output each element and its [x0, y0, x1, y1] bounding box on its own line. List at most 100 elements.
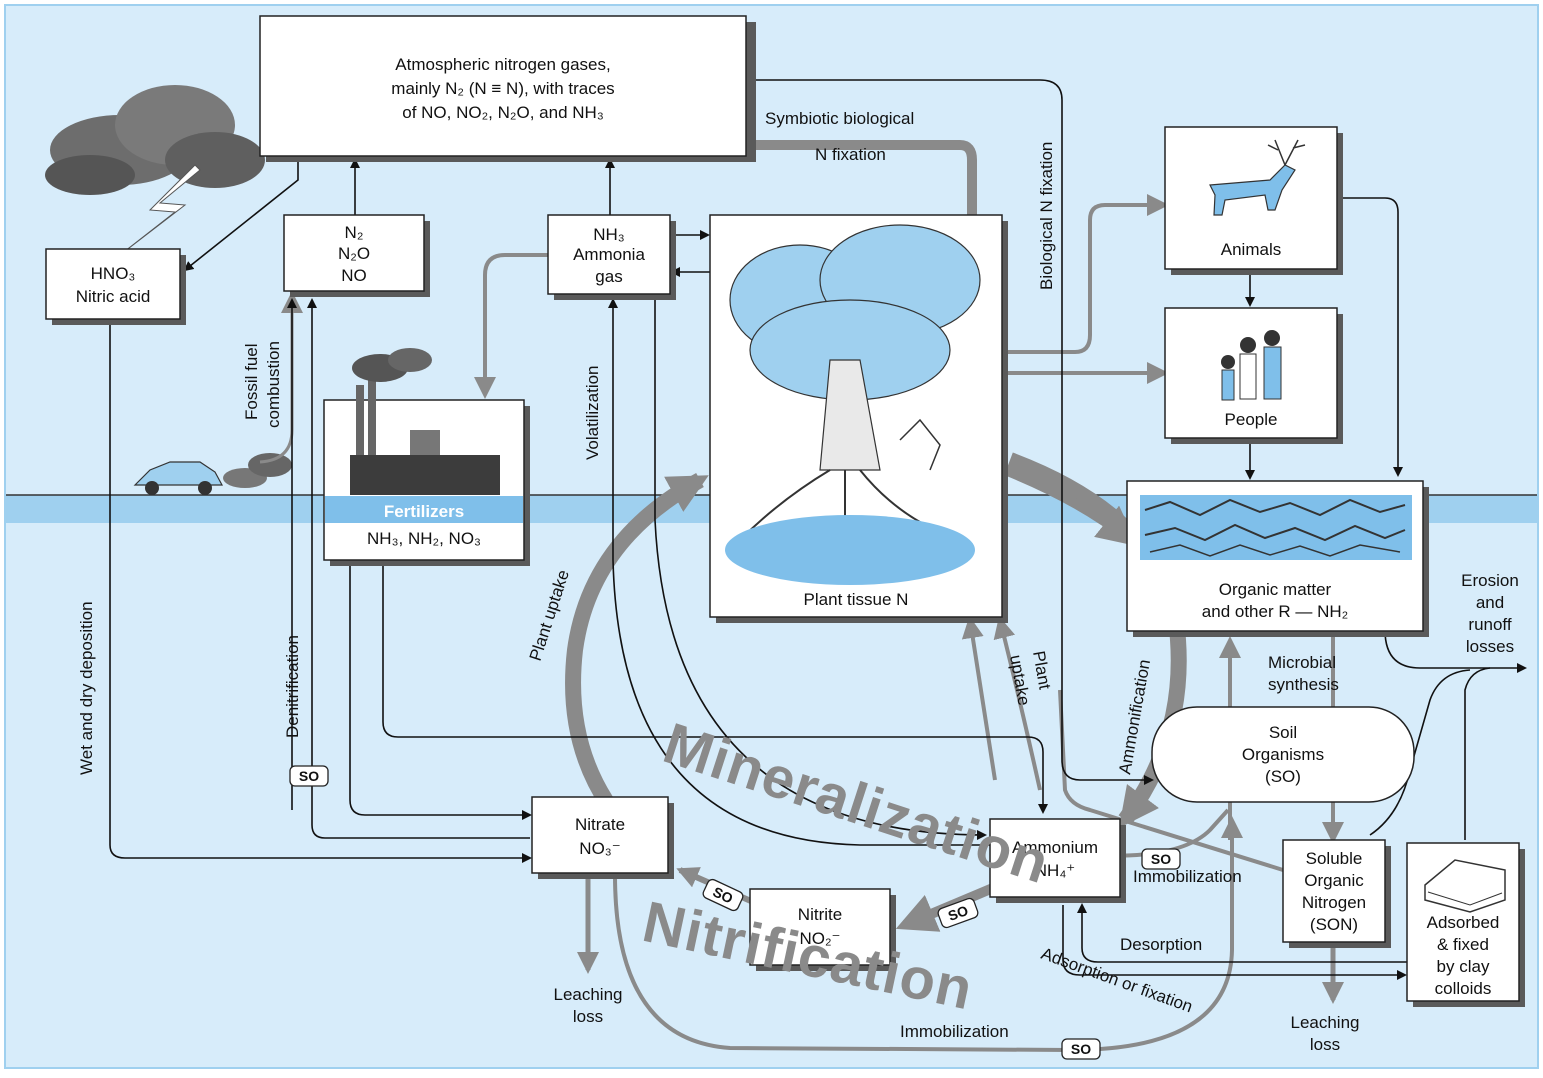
plant-uptake-arrow-2 — [993, 616, 1042, 791]
organic-matter-line2: and other R — NH₂ — [1202, 602, 1348, 621]
svg-text:SO: SO — [1151, 851, 1171, 867]
son-line2: Organic — [1304, 871, 1364, 890]
erosion-label-1: Erosion — [1461, 571, 1519, 590]
atmosphere-line2: mainly N₂ (N ≡ N), with traces — [391, 79, 614, 98]
leaching-left-label-2: loss — [573, 1007, 603, 1026]
son-line1: Soluble — [1306, 849, 1363, 868]
svg-text:SO: SO — [299, 768, 319, 784]
clay-to-erosion-arrow — [1464, 667, 1491, 840]
erosion-label-2: and — [1476, 593, 1504, 612]
nitrogen-oxides-box — [283, 214, 425, 292]
adsorption-arrow — [1062, 905, 1407, 980]
deer-icon — [1209, 139, 1306, 216]
desorption-label: Desorption — [1120, 935, 1202, 954]
so-badge-nitrite-to-nitrate: SO — [702, 878, 744, 912]
tree-icon — [725, 224, 981, 585]
n-oxides-line3: NO — [341, 266, 367, 285]
son-to-ammonium-arrow — [1058, 689, 1284, 872]
immobilization-bottom-label: Immobilization — [900, 1022, 1009, 1041]
nitrate-label: Nitrate — [575, 815, 625, 834]
symbiotic-label-2: N fixation — [815, 145, 886, 164]
biological-fixation-label: Biological N fixation — [1037, 142, 1056, 290]
plant-to-animals-arrow — [1005, 194, 1169, 354]
desorption-arrow — [1077, 903, 1407, 963]
nitric-acid-label: Nitric acid — [76, 287, 151, 306]
son-box — [1282, 839, 1386, 943]
nitrate-box — [531, 796, 669, 874]
son-line4: (SON) — [1310, 915, 1358, 934]
erosion-label-4: losses — [1466, 637, 1514, 656]
lightning-icon — [119, 164, 201, 256]
leaching-right-label-2: loss — [1310, 1035, 1340, 1054]
svg-text:SO: SO — [710, 883, 735, 906]
atmosphere-line1: Atmospheric nitrogen gases, — [395, 55, 610, 74]
symbiotic-fixation-arrow — [745, 140, 992, 480]
soil-organisms-capsule — [1151, 706, 1415, 803]
denitrification-label: Denitrification — [283, 635, 302, 738]
clay-line2: & fixed — [1437, 935, 1489, 954]
ammonia-gas-label: gas — [595, 267, 622, 286]
ammonia-to-fertilizer-arrow — [474, 253, 548, 399]
nitrite-box — [749, 888, 891, 966]
n-oxides-line1: N₂ — [345, 223, 364, 242]
clay-line1: Adsorbed — [1427, 913, 1500, 932]
denitrification-arrow-a — [307, 298, 530, 839]
plant-tissue-label: Plant tissue N — [804, 590, 909, 609]
people-label: People — [1225, 410, 1278, 429]
clay-line4: colloids — [1435, 979, 1492, 998]
nitrate-formula: NO₃⁻ — [579, 839, 620, 858]
animals-label: Animals — [1221, 240, 1281, 259]
ammonium-label: Ammonium — [1012, 838, 1098, 857]
volatilization-arrow — [608, 298, 990, 846]
leaching-left-label-1: Leaching — [553, 985, 622, 1004]
so-badge-immobilization-mid: SO — [1141, 848, 1181, 870]
fertilizer-to-ammonium-arrow — [382, 562, 1048, 814]
svg-text:SO: SO — [1071, 1041, 1091, 1057]
factory-icon — [350, 348, 500, 495]
immobilization-mid-label: Immobilization — [1133, 867, 1242, 886]
nitric-acid-formula: HNO₃ — [91, 264, 136, 283]
nitric-acid-box — [45, 248, 181, 320]
fertilizers-title: Fertilizers — [384, 502, 464, 521]
erosion-label-3: runoff — [1468, 615, 1511, 634]
soil-organisms-line1: Soil — [1269, 723, 1297, 742]
n-oxides-line2: N₂O — [338, 244, 370, 263]
biological-fixation-arrow — [745, 79, 1154, 785]
ammonia-formula: NH₃ — [593, 225, 624, 244]
volatilization-label: Volatilization — [583, 365, 602, 460]
svg-text:SO: SO — [946, 902, 971, 924]
residue-to-organic-arrow — [1003, 465, 1138, 547]
son-line3: Nitrogen — [1302, 893, 1366, 912]
so-badge-immobilization-bottom: SO — [1061, 1038, 1101, 1060]
so-badge-denitrification: SO — [289, 765, 329, 787]
clay-particle-icon — [1424, 859, 1506, 913]
organic-matter-line1: Organic matter — [1219, 580, 1332, 599]
clay-line3: by clay — [1437, 957, 1490, 976]
fossil-fuel-label-1: Fossil fuel — [242, 343, 261, 420]
fossil-fuel-label-2: combustion — [264, 341, 283, 428]
ammonium-box — [989, 818, 1121, 898]
plant-uptake-arrow-1 — [961, 616, 997, 781]
atmosphere-box — [259, 15, 747, 157]
car-icon — [133, 461, 224, 495]
fertilizers-formula: NH₃, NH₂, NO₃ — [367, 529, 481, 548]
nitrite-label: Nitrite — [798, 905, 842, 924]
wet-dry-deposition-arrow — [109, 322, 532, 863]
ammonium-formula: NH₄⁺ — [1035, 861, 1075, 880]
microbial-synthesis-label-1: Microbial — [1268, 653, 1336, 672]
soil-organisms-line3: (SO) — [1265, 767, 1301, 786]
immobilization-mid-arrow — [1089, 808, 1230, 858]
microbial-synthesis-label-2: synthesis — [1268, 675, 1339, 694]
atmosphere-to-nitric-arrow — [183, 155, 299, 272]
leaching-right-label-1: Leaching — [1290, 1013, 1359, 1032]
family-icon — [1221, 330, 1282, 401]
ammonia-label: Ammonia — [573, 245, 645, 264]
storm-cloud-icon — [45, 85, 265, 195]
fertilizer-to-nitrate-arrow — [349, 562, 532, 820]
ammonium-to-volatilization-arrow — [654, 300, 987, 840]
symbiotic-label-1: Symbiotic biological — [765, 109, 914, 128]
wet-dry-deposition-label: Wet and dry deposition — [77, 601, 96, 775]
immobilization-bottom-arrow — [613, 816, 1243, 1053]
animals-box — [1164, 126, 1338, 270]
